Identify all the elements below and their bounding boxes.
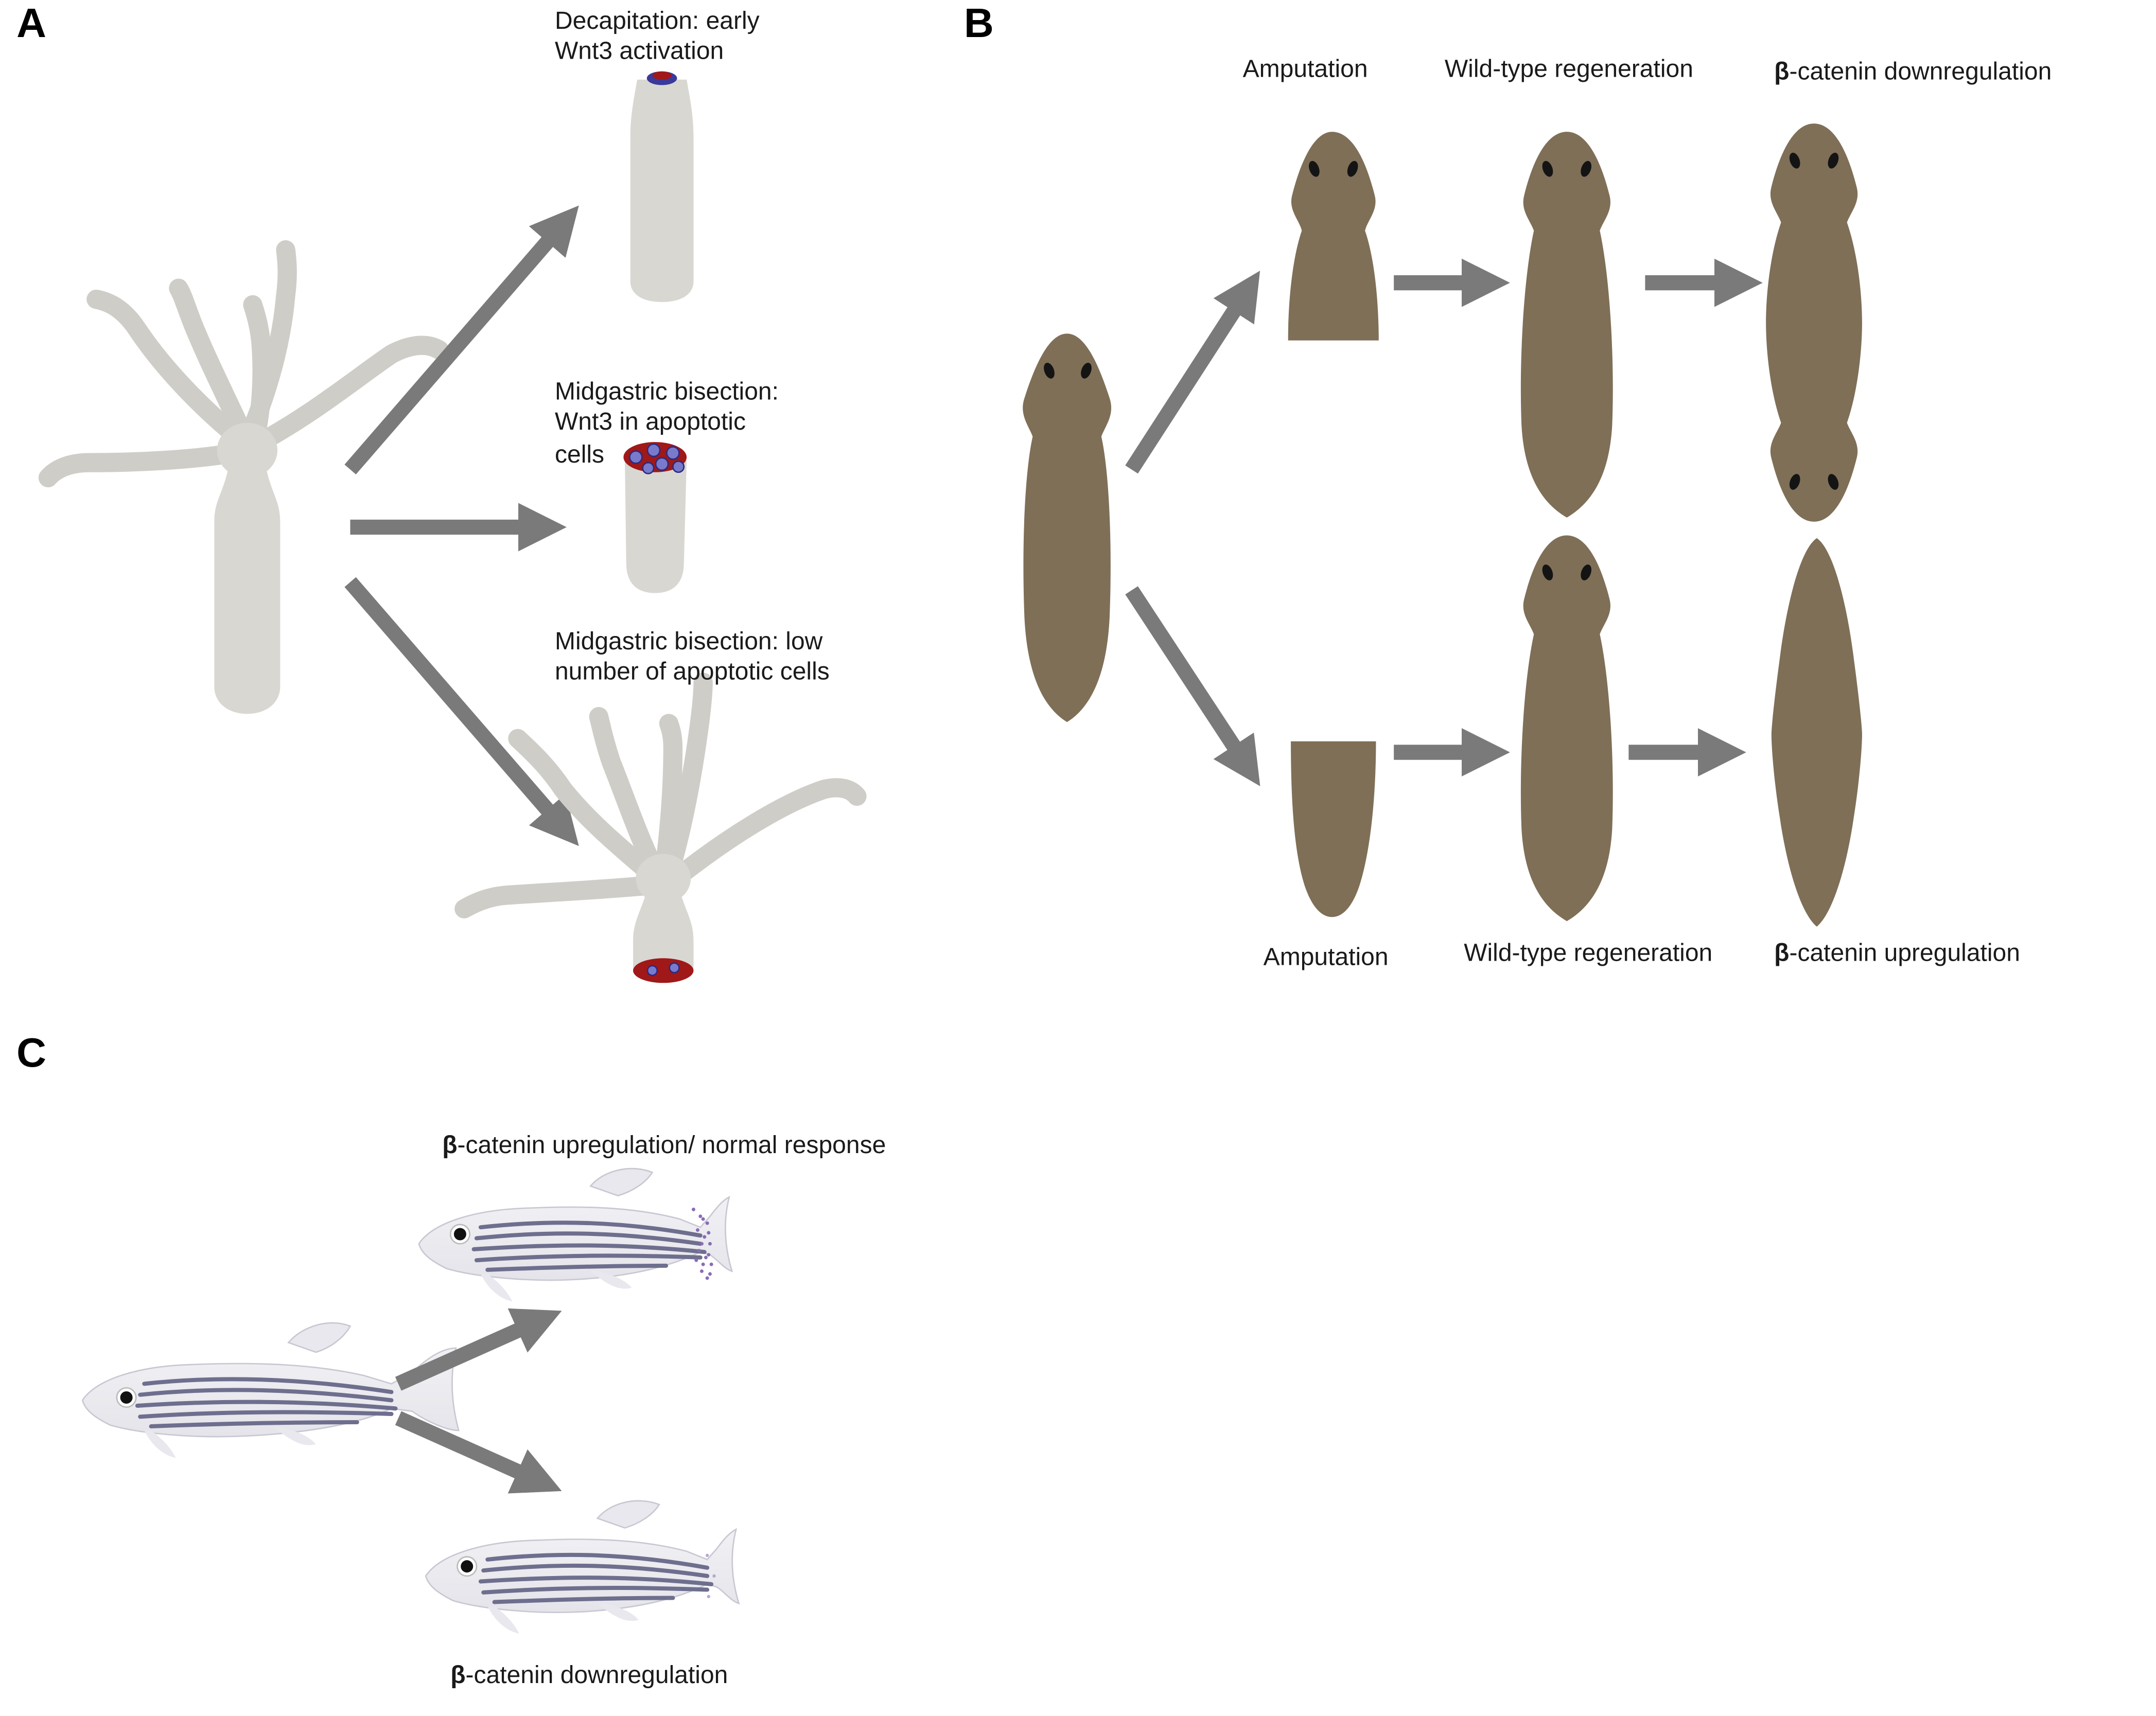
panel-label-c: C — [16, 1030, 46, 1075]
planarian-wildtype-top — [1520, 132, 1613, 518]
label-midgastric-line2: Wnt3 in apoptotic — [555, 408, 746, 435]
zebrafish-intact — [81, 1322, 460, 1458]
hydra-midgastric-fragment — [623, 442, 687, 593]
planarian-double-tail — [1771, 538, 1862, 927]
apoptotic-cells-base — [633, 958, 694, 983]
hydra-decapitated — [630, 71, 694, 302]
planarian-wildtype-bottom — [1520, 535, 1613, 922]
planarian-head-fragment — [1288, 132, 1379, 341]
arrow-b-up — [1125, 271, 1260, 474]
zebrafish-upregulation — [418, 1167, 733, 1302]
label-b-wildtype-top: Wild-type regeneration — [1445, 55, 1693, 82]
label-decapitation-line1: Decapitation: early — [555, 7, 760, 34]
arrow-c-down — [395, 1411, 562, 1494]
arrow-b-down — [1125, 586, 1260, 787]
panel-label-a: A — [16, 0, 46, 46]
planarian-tail-fragment — [1291, 741, 1376, 917]
hydra-regenerated — [454, 673, 867, 983]
label-midgastric-low-line2: number of apoptotic cells — [555, 658, 830, 685]
label-b-wildtype-bottom: Wild-type regeneration — [1464, 940, 1712, 967]
zebrafish-downregulation — [425, 1500, 740, 1634]
label-b-amputation-top: Amputation — [1243, 55, 1368, 82]
label-decapitation-line2: Wnt3 activation — [555, 38, 724, 65]
label-midgastric-line1: Midgastric bisection: — [555, 378, 779, 405]
arrow-a-bot — [344, 577, 579, 846]
label-midgastric-line3: cells — [555, 441, 604, 468]
label-b-beta-down: β-catenin downregulation — [1774, 58, 2052, 85]
label-midgastric-low-line1: Midgastric bisection: low — [555, 628, 823, 655]
arrow-a-top — [344, 205, 579, 475]
arrow-c-up — [395, 1308, 562, 1391]
label-c-beta-up: β-catenin upregulation/ normal response — [442, 1131, 886, 1159]
planarian-double-head — [1766, 123, 1862, 522]
label-b-beta-up: β-catenin upregulation — [1774, 940, 2020, 967]
hydra-intact — [38, 240, 449, 714]
label-b-amputation-bottom: Amputation — [1264, 944, 1389, 971]
fin-regeneration-dots — [691, 1208, 713, 1280]
label-c-beta-down: β-catenin downregulation — [450, 1661, 728, 1689]
planarian-intact — [1023, 333, 1112, 722]
panel-label-b: B — [964, 0, 994, 46]
